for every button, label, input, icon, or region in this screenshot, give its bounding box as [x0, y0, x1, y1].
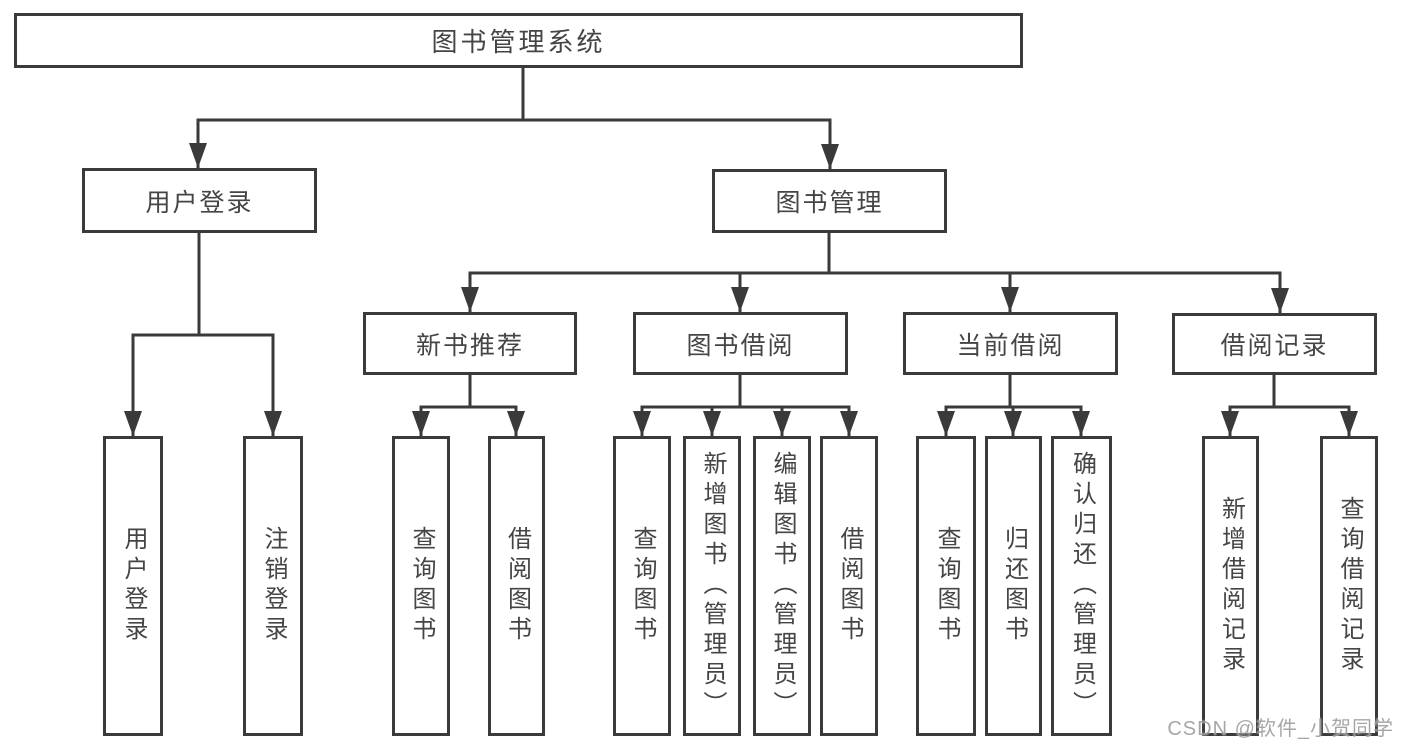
node-book-borrow-label: 图书借阅: [686, 331, 795, 360]
node-rec-query-label: 查询图书: [408, 526, 435, 646]
node-borrow-rec: 借阅记录: [1172, 313, 1377, 375]
node-cb-return-label: 归还图书: [1000, 526, 1028, 646]
node-book-borrow: 图书借阅: [633, 312, 848, 375]
node-new-rec-label: 新书推荐: [415, 331, 524, 360]
node-rec-borrow: 借阅图书: [488, 436, 545, 736]
csdn-watermark: CSDN @软件_小贺同学: [1167, 718, 1394, 740]
node-bb-edit-label: 编辑图书（管理员）: [769, 451, 796, 721]
node-root-label: 图书管理系统: [431, 27, 606, 57]
node-rec-query: 查询图书: [392, 436, 450, 736]
node-book-mgmt-label: 图书管理: [775, 189, 884, 217]
node-cb-query-label: 查询图书: [933, 526, 960, 646]
node-user-login-label: 用户登录: [145, 188, 254, 217]
node-bb-add-label: 新增图书（管理员）: [699, 451, 726, 721]
node-user-login: 用户登录: [82, 168, 317, 233]
node-bb-borrow-label: 借阅图书: [836, 526, 863, 646]
node-leaf-login: 用户登录: [103, 436, 163, 736]
node-rec-borrow-label: 借阅图书: [503, 526, 531, 646]
node-new-rec: 新书推荐: [363, 312, 577, 375]
node-bb-add: 新增图书（管理员）: [683, 436, 741, 736]
node-bb-query: 查询图书: [613, 436, 671, 736]
node-leaf-logout: 注销登录: [243, 436, 303, 736]
node-br-query-label: 查询借阅记录: [1336, 496, 1363, 676]
node-br-add: 新增借阅记录: [1202, 436, 1259, 736]
node-cb-query: 查询图书: [916, 436, 976, 736]
node-book-mgmt: 图书管理: [712, 169, 947, 233]
edges: [124, 68, 1358, 436]
node-cb-return: 归还图书: [985, 436, 1042, 736]
node-bb-query-label: 查询图书: [629, 526, 656, 646]
node-br-query: 查询借阅记录: [1320, 436, 1378, 736]
node-cb-confirm-label: 确认归还（管理员）: [1068, 451, 1096, 721]
node-br-add-label: 新增借阅记录: [1217, 496, 1245, 676]
node-bb-edit: 编辑图书（管理员）: [753, 436, 811, 736]
node-cur-borrow: 当前借阅: [903, 312, 1118, 375]
node-borrow-rec-label: 借阅记录: [1220, 332, 1329, 360]
node-cb-confirm: 确认归还（管理员）: [1051, 436, 1112, 736]
node-leaf-login-label: 用户登录: [120, 526, 147, 646]
node-root: 图书管理系统: [14, 13, 1023, 68]
node-leaf-logout-label: 注销登录: [260, 526, 287, 646]
node-cur-borrow-label: 当前借阅: [956, 331, 1065, 360]
node-bb-borrow: 借阅图书: [820, 436, 878, 736]
